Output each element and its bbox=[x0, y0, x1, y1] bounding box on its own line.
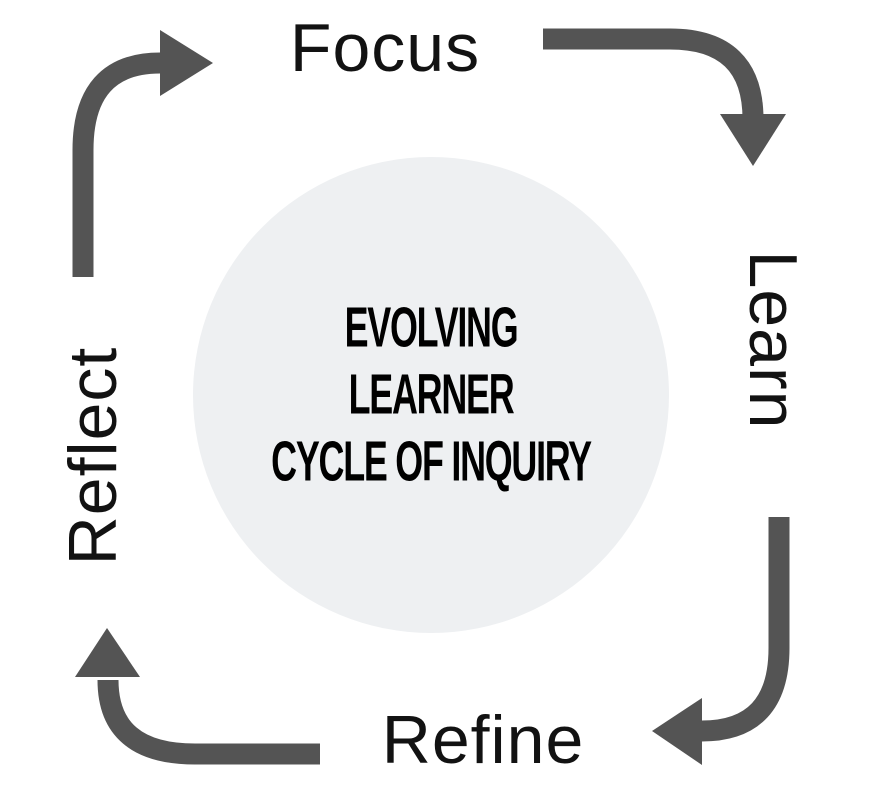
center-title-line-2: LEARNER bbox=[348, 362, 515, 427]
arrow-learn-to-refine-shaft bbox=[701, 517, 790, 742]
arrow-focus-to-learn-shaft bbox=[543, 28, 764, 120]
center-title-line-1: EVOLVING bbox=[344, 295, 519, 360]
arrow-left-head-icon bbox=[652, 698, 702, 765]
arrow-focus-to-learn bbox=[543, 28, 786, 166]
center-title: EVOLVING LEARNER CYCLE OF INQUIRY bbox=[177, 295, 684, 496]
arrow-reflect-to-focus bbox=[72, 30, 213, 277]
arrow-learn-to-refine bbox=[652, 517, 790, 765]
arrow-down-head-icon bbox=[720, 114, 786, 166]
arrow-refine-to-reflect-shaft bbox=[97, 679, 320, 765]
arrow-right-head-icon bbox=[160, 30, 213, 96]
center-circle bbox=[193, 157, 669, 633]
arrow-up-head-icon bbox=[75, 628, 140, 677]
stage-label-refine: Refine bbox=[381, 702, 585, 778]
arrow-reflect-to-focus-shaft bbox=[72, 52, 161, 277]
center-title-line-3: CYCLE OF INQUIRY bbox=[271, 429, 592, 494]
stage-label-focus: Focus bbox=[289, 10, 481, 86]
arrow-refine-to-reflect bbox=[75, 628, 320, 765]
